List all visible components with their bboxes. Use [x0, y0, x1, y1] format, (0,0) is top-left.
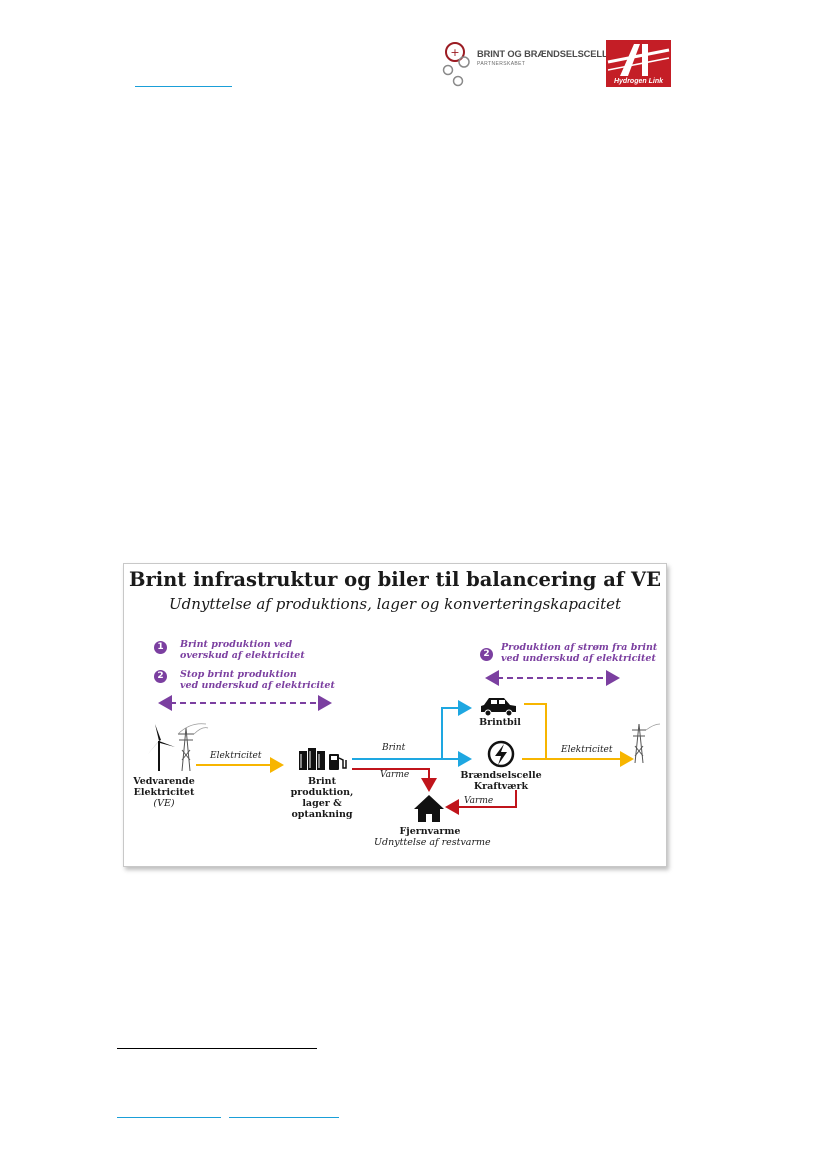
flow-label-electricity-out: Elektricitet: [561, 745, 613, 755]
house-icon: [414, 795, 444, 822]
brint-partnership-logo: + BRINT OG BRÆNDSELSCELLER PARTNERSKABET: [440, 40, 620, 90]
legend-item-1: Brint produktion ved overskud af elektri…: [180, 639, 305, 661]
node-hydrogen-plant: Brint produktion, lager & optankning: [290, 776, 354, 820]
power-pylon-icon: [177, 723, 209, 772]
electricity-from-car-line: [524, 703, 547, 759]
heat-to-district-arrow-2: [445, 790, 517, 815]
svg-text:+: +: [450, 46, 459, 59]
flow-label-heat-2: Varme: [464, 796, 494, 806]
hydrogen-link-name: Hydrogen Link: [613, 78, 663, 85]
legend-item-2: Stop brint produktion ved underskud af e…: [180, 669, 335, 691]
hydrogen-link-logo: Hydrogen Link: [606, 40, 671, 87]
brint-partnership-name: BRINT OG BRÆNDSELSCELLER: [477, 49, 621, 59]
footnote-link-2-underline[interactable]: [229, 1117, 339, 1118]
flow-label-hydrogen: Brint: [382, 743, 406, 753]
car-icon: [481, 698, 516, 717]
lightning-icon: [487, 740, 515, 768]
flow-label-electricity-in: Elektricitet: [210, 751, 262, 761]
heat-to-district-arrow-1: [352, 768, 437, 792]
infographic-subtitle: Udnyttelse af produktions, lager og konv…: [168, 595, 622, 613]
legend-badge-1: 1: [154, 641, 167, 654]
node-renewable-electricity: Vedvarende Elektricitet (VE): [133, 776, 195, 809]
node-district-heating: Fjernvarme Udnyttelse af restvarme: [374, 826, 491, 848]
hydrogen-infrastructure-infographic: Brint infrastruktur og biler til balance…: [123, 563, 667, 867]
legend-badge-3: 2: [480, 648, 493, 661]
footnote-link-1-underline[interactable]: [117, 1117, 221, 1118]
wind-turbine-icon: [148, 724, 175, 771]
infographic-graphics: [148, 670, 661, 822]
header-link-underline[interactable]: [135, 86, 232, 87]
power-pylon-right-icon: [632, 723, 661, 764]
hydrogen-plant-icon: [299, 748, 325, 770]
brint-partnership-sub: PARTNERSKABET: [477, 61, 526, 67]
hydrogen-link-mark-icon: [607, 44, 670, 76]
infographic-title: Brint infrastruktur og biler til balance…: [128, 568, 662, 591]
node-hydrogen-car: Brintbil: [479, 717, 521, 728]
node-fuel-cell-plant: Brændselscelle Kraftværk: [460, 770, 542, 792]
legend-badge-2: 2: [154, 670, 167, 683]
bubbles-icon: +: [442, 42, 470, 87]
footnote-separator: [117, 1048, 317, 1049]
legend-item-3: Produktion af strøm fra brint ved unders…: [501, 642, 658, 664]
fuel-pump-icon: [329, 754, 347, 770]
hydrogen-to-car-arrow: [436, 700, 472, 760]
flow-label-heat-1: Varme: [380, 770, 410, 780]
